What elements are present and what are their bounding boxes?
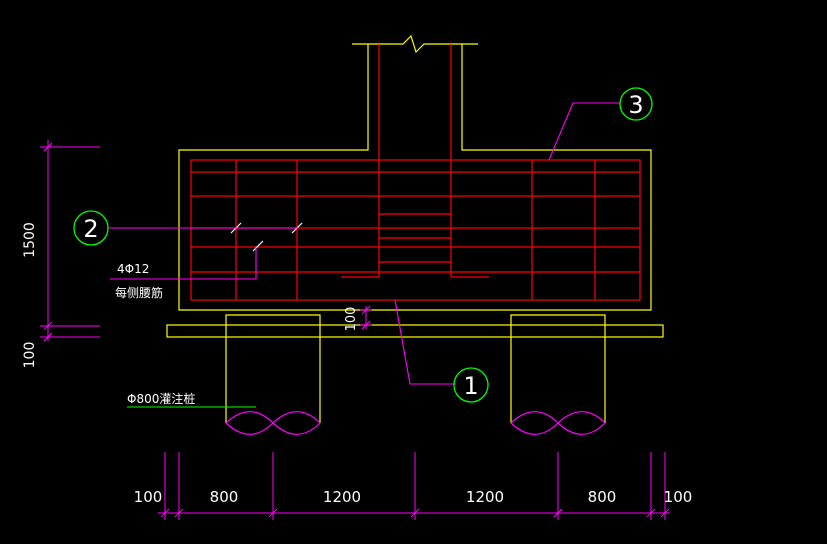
bottom-dim-text: 100 [22,342,38,369]
callout-3-circle [619,87,653,121]
horizontal-dimension [158,452,670,520]
callout-2-circle [73,210,109,246]
vertical-dimension [40,140,100,342]
dim-seg-4: 1200 [466,488,504,506]
cover-dim-text: 100 [344,307,359,332]
callout-circles [73,87,653,403]
rebar-note-text: 每侧腰筋 [115,285,163,300]
height-dim-text: 1500 [22,222,38,258]
pile-cap-outline [166,34,664,423]
rebar-spec-text: 4Φ12 [117,262,149,276]
pile-note-text: Φ800灌注桩 [127,391,195,406]
callout-1-label: 1 [463,372,478,400]
rebar-cage [190,44,641,301]
callout-3-label: 3 [628,91,643,119]
cover-dimension [360,305,372,330]
callout-1-circle [453,367,489,403]
pile-break-symbols [225,411,606,435]
callout-leaders [108,102,620,385]
callout-2-label: 2 [83,215,98,243]
dim-seg-1: 100 [134,488,163,506]
dim-seg-3: 1200 [323,488,361,506]
dim-seg-5: 800 [588,488,617,506]
dim-seg-6: 100 [664,488,693,506]
dim-seg-2: 800 [210,488,239,506]
